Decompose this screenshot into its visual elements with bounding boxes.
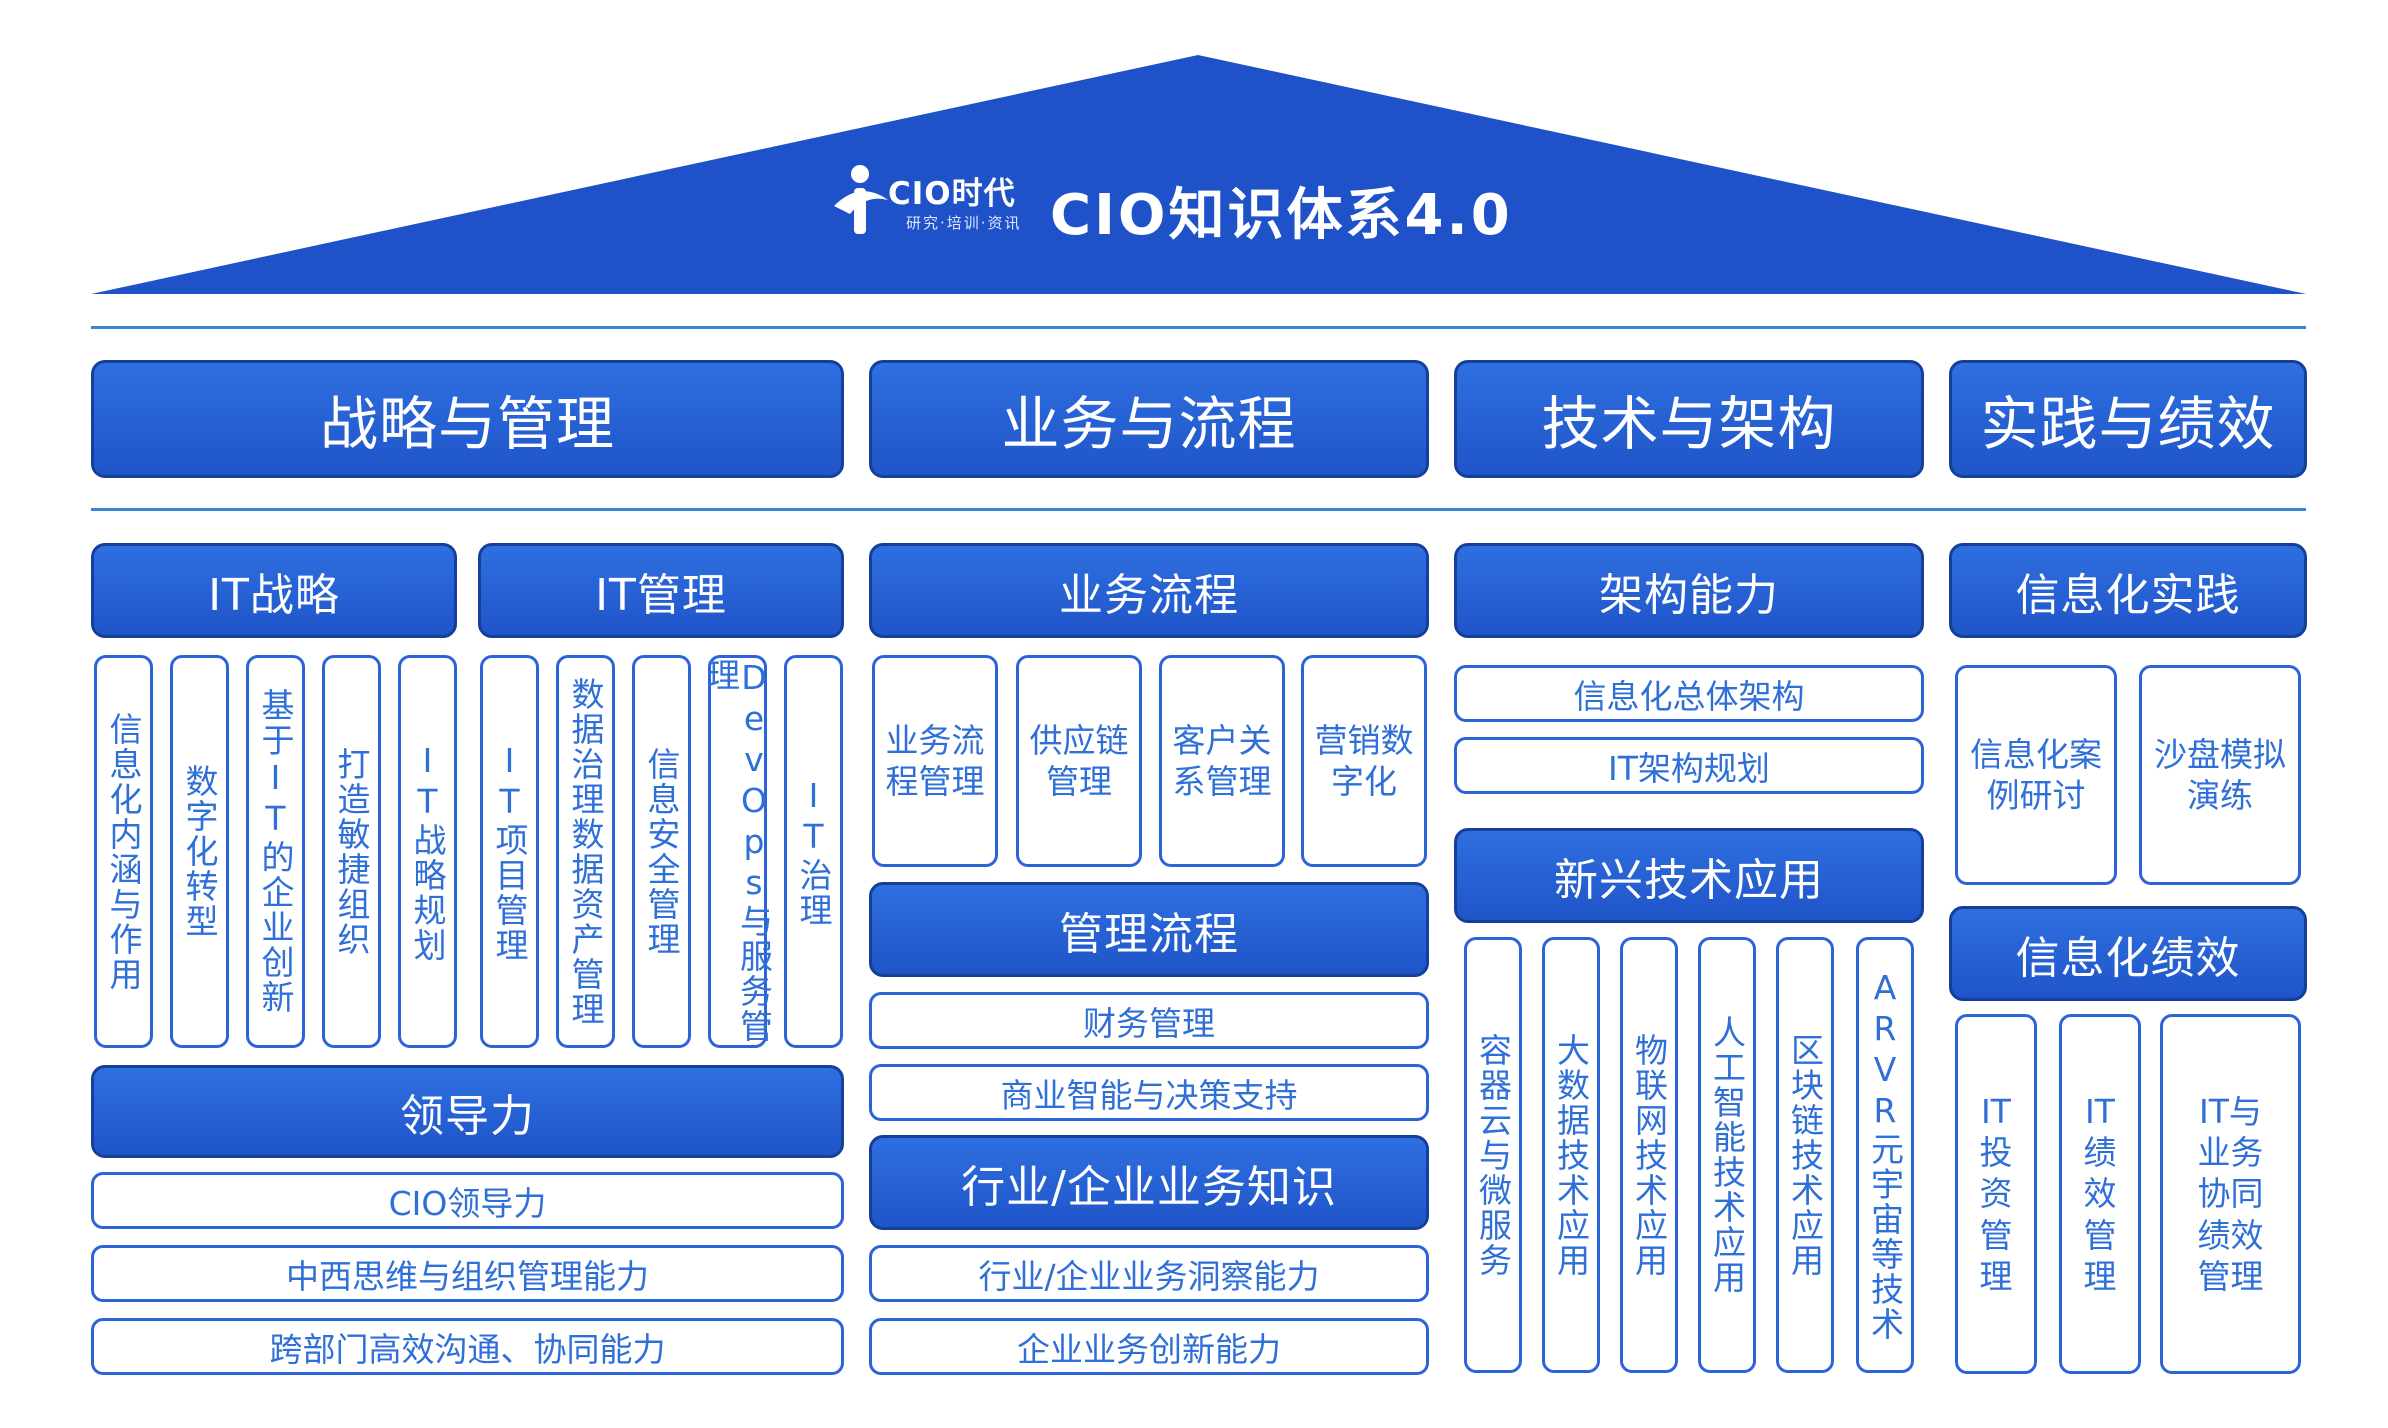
it-management-item: 数据治理数据资产管理 <box>556 655 615 1048</box>
roof-banner <box>91 55 2306 294</box>
architecture-item: 信息化总体架构 <box>1454 665 1924 722</box>
performance-item: IT投资管理 <box>1955 1014 2037 1374</box>
it-strategy-item: 打造敏捷组织 <box>322 655 381 1048</box>
performance-item: IT绩效管理 <box>2059 1014 2141 1374</box>
business-process-item: 营销数字化 <box>1301 655 1427 867</box>
practice-item: 信息化案例研讨 <box>1955 665 2117 885</box>
business-process-item: 客户关系管理 <box>1159 655 1285 867</box>
section-management-process: 管理流程 <box>869 882 1429 977</box>
pillar-strategy-management: 战略与管理 <box>91 360 844 478</box>
section-business-process: 业务流程 <box>869 543 1429 638</box>
leadership-item: 中西思维与组织管理能力 <box>91 1245 844 1302</box>
practice-item: 沙盘模拟演练 <box>2139 665 2301 885</box>
it-strategy-item: 信息化内涵与作用 <box>94 655 153 1048</box>
section-architecture: 架构能力 <box>1454 543 1924 638</box>
management-process-item: 财务管理 <box>869 992 1429 1049</box>
it-management-item: IT项目管理 <box>480 655 539 1048</box>
architecture-item: IT架构规划 <box>1454 737 1924 794</box>
pillar-technology-architecture: 技术与架构 <box>1454 360 1924 478</box>
emerging-tech-item: 容器云与微服务 <box>1464 937 1522 1373</box>
leadership-item: CIO领导力 <box>91 1172 844 1229</box>
industry-knowledge-item: 企业业务创新能力 <box>869 1318 1429 1375</box>
section-leadership: 领导力 <box>91 1065 844 1158</box>
section-industry-knowledge: 行业/企业业务知识 <box>869 1135 1429 1230</box>
industry-knowledge-item: 行业/企业业务洞察能力 <box>869 1245 1429 1302</box>
logo-subtitle: 研究·培训·资讯 <box>906 214 1022 232</box>
it-management-item: IT治理 <box>784 655 843 1048</box>
it-strategy-item: IT战略规划 <box>398 655 457 1048</box>
section-it-strategy: IT战略 <box>91 543 457 638</box>
performance-item: IT与业务协同绩效管理 <box>2160 1014 2301 1374</box>
cio-logo: CIO时代 研究·培训·资讯 <box>826 160 1026 240</box>
it-strategy-item: 基于IT的企业创新 <box>246 655 305 1048</box>
emerging-tech-item: ARVR元宇宙等技术 <box>1856 937 1914 1373</box>
management-process-item: 商业智能与决策支持 <box>869 1064 1429 1121</box>
it-strategy-item: 数字化转型 <box>170 655 229 1048</box>
section-emerging-tech: 新兴技术应用 <box>1454 828 1924 923</box>
page-title: CIO知识体系4.0 <box>1050 183 1513 248</box>
logo-text: CIO时代 <box>888 176 1016 212</box>
section-practice: 信息化实践 <box>1949 543 2307 638</box>
pillar-practice-performance: 实践与绩效 <box>1949 360 2307 478</box>
divider-top <box>91 326 2306 329</box>
section-it-management: IT管理 <box>478 543 844 638</box>
emerging-tech-item: 人工智能技术应用 <box>1698 937 1756 1373</box>
business-process-item: 业务流程管理 <box>872 655 998 867</box>
roof-triangle <box>91 55 2306 294</box>
logo-mark-icon <box>834 165 888 234</box>
business-process-item: 供应链管理 <box>1016 655 1142 867</box>
it-management-item: DevOps与服务管理 <box>702 655 774 1048</box>
divider-middle <box>91 508 2306 511</box>
pillar-business-process: 业务与流程 <box>869 360 1429 478</box>
section-performance: 信息化绩效 <box>1949 906 2307 1001</box>
emerging-tech-item: 物联网技术应用 <box>1620 937 1678 1373</box>
leadership-item: 跨部门高效沟通、协同能力 <box>91 1318 844 1375</box>
it-management-item: 信息安全管理 <box>632 655 691 1048</box>
emerging-tech-item: 大数据技术应用 <box>1542 937 1600 1373</box>
emerging-tech-item: 区块链技术应用 <box>1776 937 1834 1373</box>
